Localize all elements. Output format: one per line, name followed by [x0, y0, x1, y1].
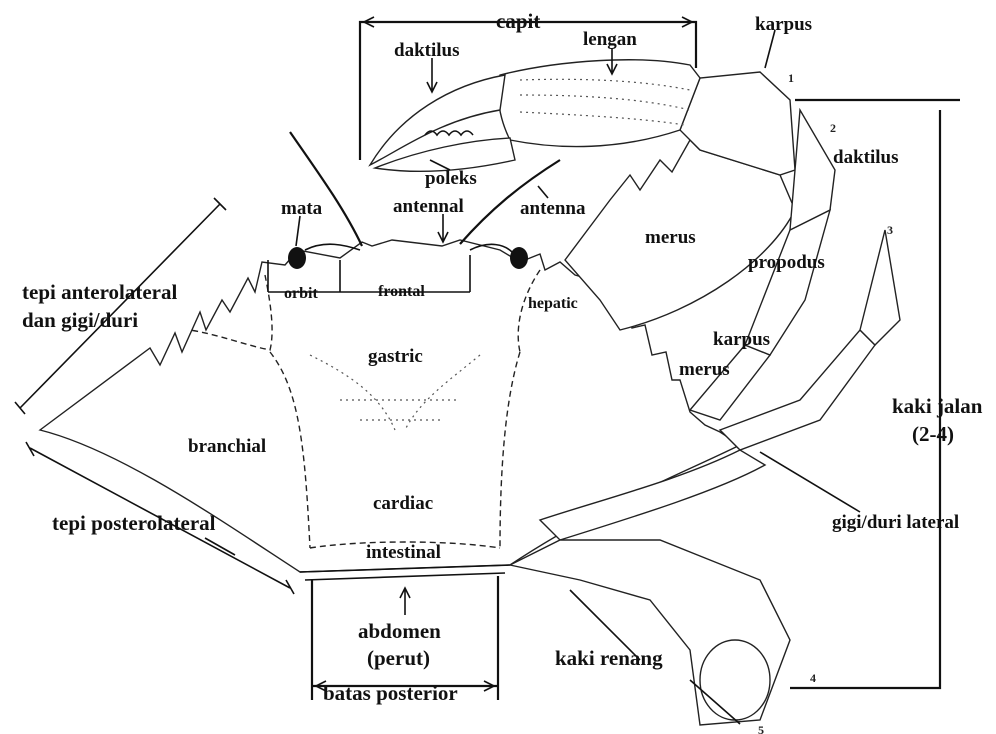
label-tepi-anterolateral-2: dan gigi/duri — [22, 308, 138, 332]
label-intestinal: intestinal — [366, 542, 441, 563]
label-kaki-renang: kaki renang — [555, 646, 663, 670]
left-eye — [288, 247, 306, 269]
label-antennal: antennal — [393, 196, 464, 217]
label-abdomen: abdomen — [358, 619, 441, 643]
label-kaki-jalan-1: kaki jalan — [892, 394, 983, 418]
label-kaki-jalan-2: (2-4) — [912, 422, 954, 446]
label-lengan: lengan — [583, 29, 637, 50]
mata-pointer — [296, 216, 300, 246]
label-gastric: gastric — [368, 346, 423, 367]
leg-number-2: 2 — [830, 121, 836, 135]
label-karpus-top: karpus — [755, 14, 812, 35]
claw-palm — [498, 60, 700, 147]
daktilus-arrow — [427, 58, 437, 92]
leg-number-1: 1 — [788, 71, 794, 85]
label-daktilus-leg: daktilus — [833, 147, 898, 168]
label-tepi-posterolateral: tepi posterolateral — [52, 511, 216, 535]
gigi-duri-lateral-pointer — [760, 452, 860, 512]
left-antenna — [290, 132, 362, 246]
tepi-posterolateral-pointer — [205, 538, 235, 555]
label-merus-leg: merus — [679, 359, 730, 380]
walking-leg-3-dactyl — [860, 230, 900, 345]
antenna-pointer — [538, 186, 548, 198]
abdomen-arrow — [400, 588, 410, 615]
label-tepi-anterolateral-1: tepi anterolateral — [22, 280, 177, 304]
label-orbit: orbit — [284, 285, 318, 302]
swimming-leg-paddle — [700, 640, 770, 720]
antennal-arrow — [438, 214, 448, 242]
walking-leg-2-merus — [690, 345, 770, 420]
label-propodus: propodus — [748, 252, 825, 273]
label-abdomen-perut: (perut) — [367, 646, 430, 670]
claw-teeth — [425, 131, 473, 135]
label-capit: capit — [496, 9, 540, 33]
leg-number-3: 3 — [887, 223, 893, 237]
label-cardiac: cardiac — [373, 493, 433, 514]
label-branchial: branchial — [188, 436, 266, 457]
label-gigi-duri-lateral: gigi/duri lateral — [832, 512, 959, 533]
label-frontal: frontal — [378, 283, 425, 300]
karpus-pointer — [765, 30, 775, 68]
label-daktilus-claw: daktilus — [394, 40, 459, 61]
leg-number-5: 5 — [758, 723, 764, 734]
posterior-border-line-2 — [305, 573, 505, 580]
label-poleks: poleks — [425, 168, 477, 189]
label-merus-upper: merus — [645, 227, 696, 248]
label-karpus-leg: karpus — [713, 329, 770, 350]
right-eye — [510, 247, 528, 269]
label-batas-posterior: batas posterior — [323, 681, 458, 705]
label-mata: mata — [281, 198, 323, 219]
label-antenna: antenna — [520, 198, 586, 219]
label-hepatic: hepatic — [528, 295, 578, 312]
leg-number-4: 4 — [810, 671, 816, 685]
